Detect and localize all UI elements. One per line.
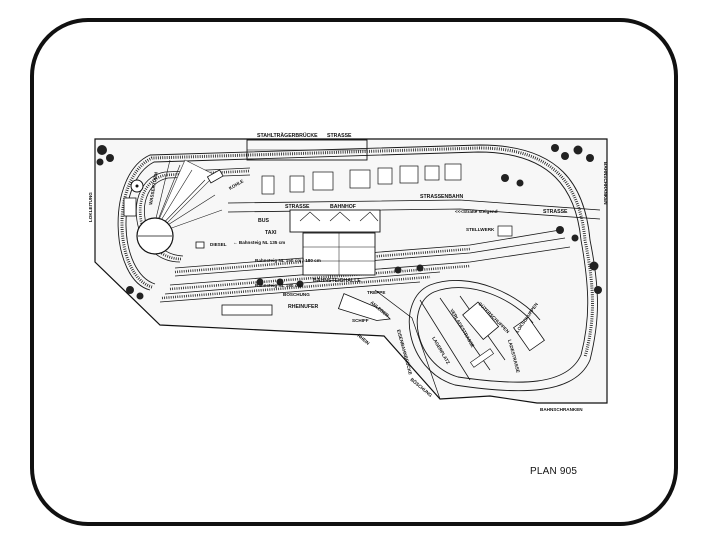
plan-number-label: PLAN 905 xyxy=(530,466,578,477)
river-area xyxy=(221,289,441,400)
label-boeschung-top: BÖSCHUNG xyxy=(283,291,310,297)
label-strassenbahn: STRASSENBAHN xyxy=(420,194,463,200)
label-bahnsteig-180: Bahnsteig NL 180 cm xyxy=(255,283,301,288)
label-bahnhof: BAHNHOF xyxy=(330,204,356,210)
pier-rheinufer xyxy=(221,304,273,316)
label-bahnschranken-right: BAHNSCHRANKEN xyxy=(603,162,608,205)
signal-box xyxy=(497,225,513,237)
label-bahnsteighalle: BAHNSTEIGHALLE xyxy=(313,278,361,284)
label-schiff: SCHIFF xyxy=(352,318,369,323)
engine-shed xyxy=(513,316,545,352)
turntable-area xyxy=(123,159,224,255)
label-strasse-steigend: <<<Straße steigend xyxy=(455,209,498,214)
left-return-loop xyxy=(135,167,251,263)
label-strasse-top: STRASSE xyxy=(327,133,352,139)
town-area xyxy=(227,139,601,276)
label-stellwerk: STELLWERK xyxy=(466,227,495,232)
goods-shed xyxy=(462,301,500,341)
label-bahnsteig-135: ← Bahnsteig NL 135 cm xyxy=(233,240,285,245)
goods-yard xyxy=(419,295,545,381)
label-strasse-mid: STRASSE xyxy=(285,204,310,210)
diesel-station xyxy=(195,241,205,249)
label-strasse-right: STRASSE xyxy=(543,209,568,215)
coal-depot xyxy=(206,169,224,184)
label-bahnsteig-150: Bahnsteig NL 150 cm / 180 cm xyxy=(255,258,321,263)
label-diesel: DIESEL xyxy=(210,242,227,247)
label-bus: BUS xyxy=(258,218,269,224)
label-bahnschranken-bottom: BAHNSCHRANKEN xyxy=(540,407,583,412)
trees xyxy=(96,144,602,300)
label-stahltraegerbruecke: STAHLTRÄGERBRÜCKE xyxy=(257,132,318,139)
label-wasserturm: WASSERTURM xyxy=(148,171,159,205)
label-taxi: TAXI xyxy=(265,230,277,236)
ship xyxy=(337,293,391,321)
label-rheinufer: RHEINUFER xyxy=(288,304,319,310)
main-loop-outer xyxy=(117,144,598,392)
label-lokleitung: LOKLEITUNG xyxy=(88,192,93,222)
station-building xyxy=(289,209,381,233)
label-treppe: TREPPE xyxy=(367,290,385,295)
